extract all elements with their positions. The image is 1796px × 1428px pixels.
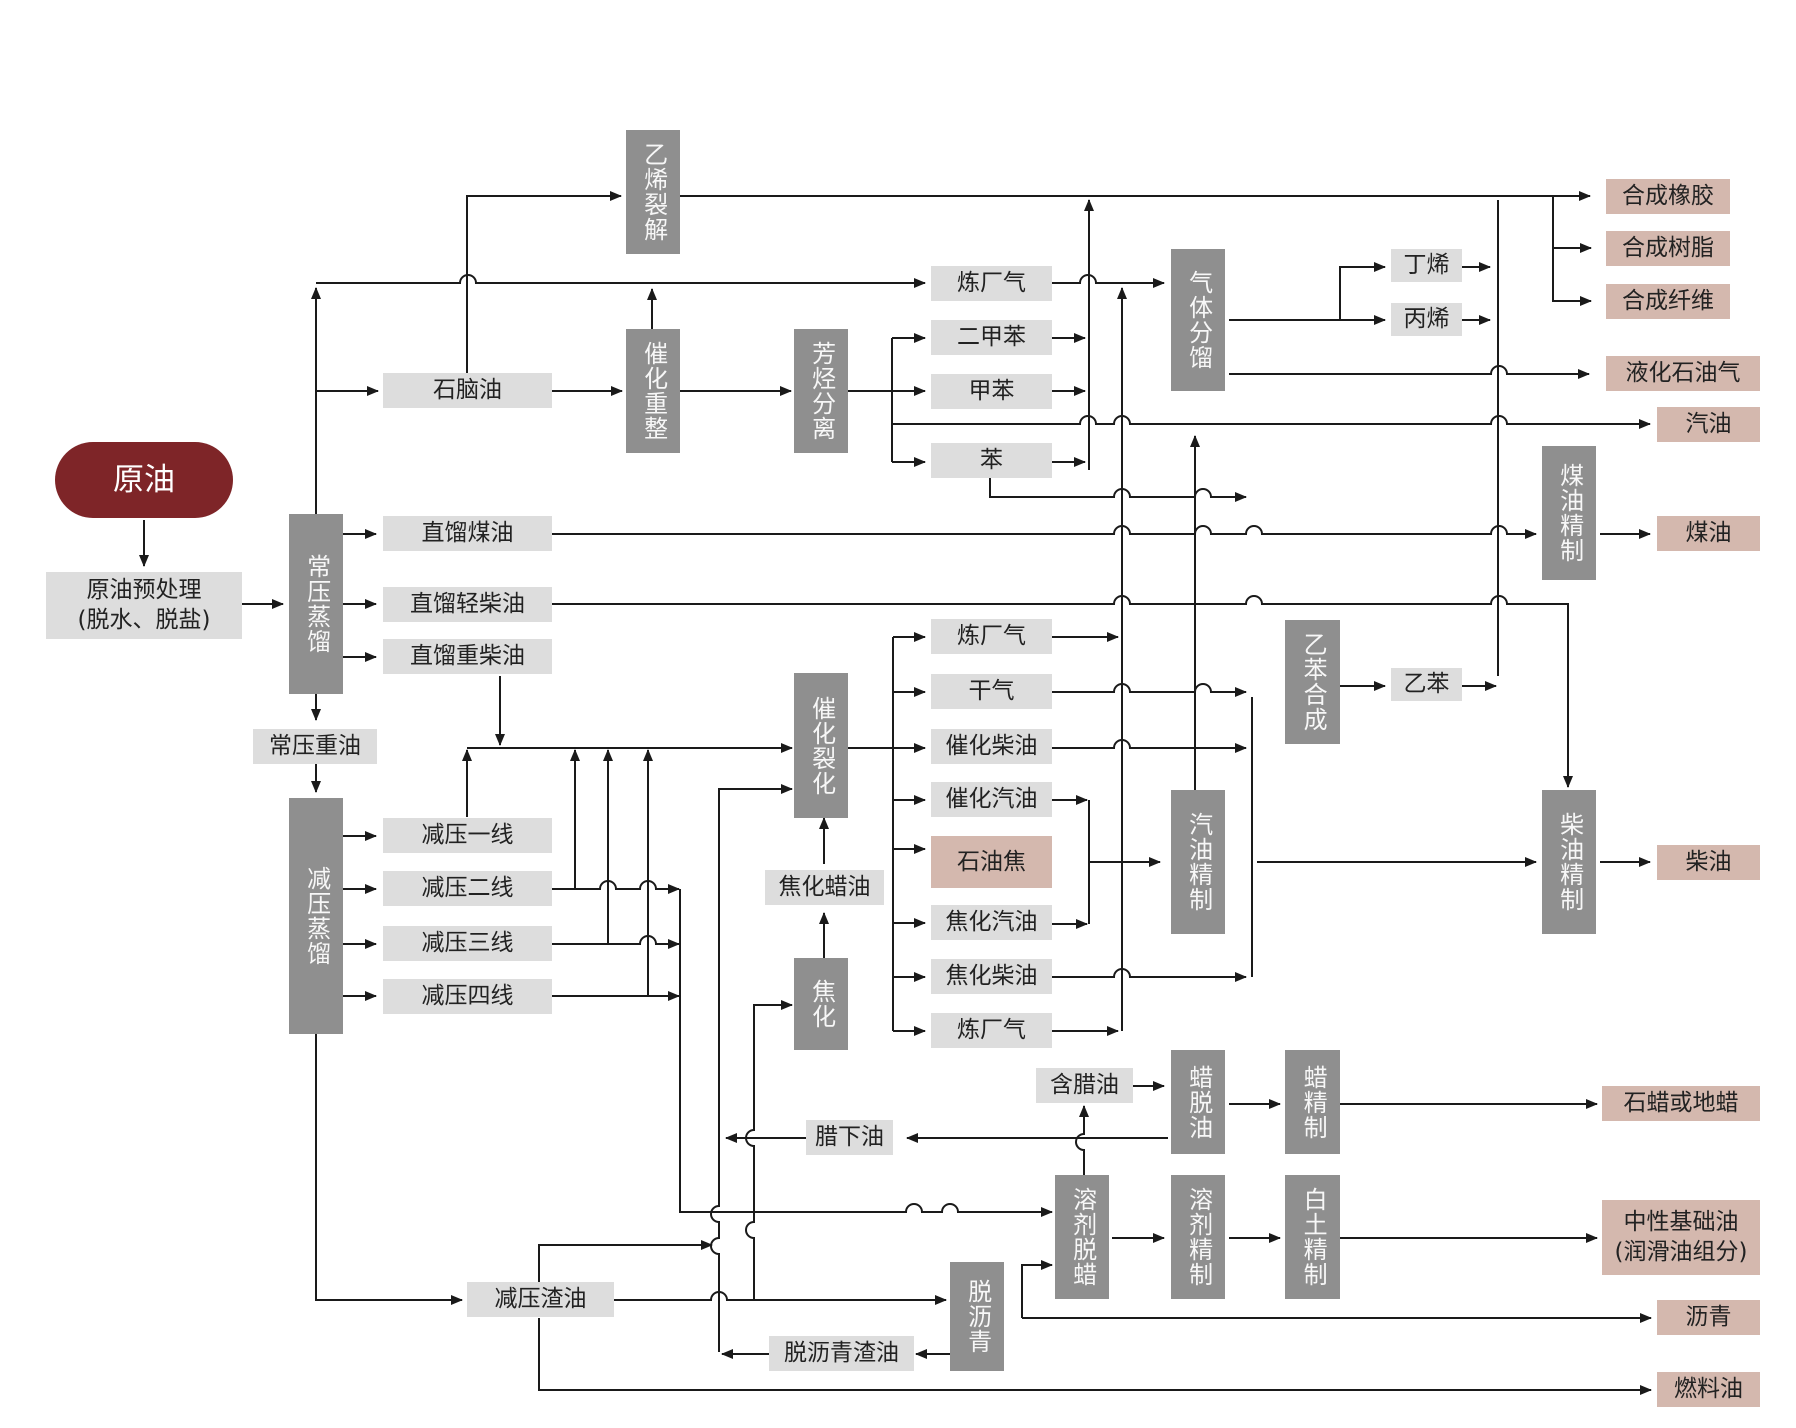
slack-oil-node: 腊下油: [806, 1120, 893, 1155]
product-base-oil: 中性基础油 (润滑油组分): [1602, 1200, 1760, 1275]
clay-refining-node: 白土精制: [1285, 1175, 1340, 1299]
atmospheric-residue-node: 常压重油: [253, 729, 377, 764]
catalytic-cracking-node: 催化裂化: [794, 673, 848, 818]
aromatics-separation-node: 芳烃分离: [794, 329, 848, 453]
refinery-gas-node-2: 炼厂气: [931, 619, 1052, 654]
vacuum-line-3-node: 减压三线: [383, 926, 552, 961]
naphtha-node: 石脑油: [383, 373, 552, 408]
vacuum-line-2-node: 减压二线: [383, 871, 552, 906]
product-synthetic-rubber: 合成橡胶: [1606, 179, 1730, 214]
product-fuel-oil: 燃料油: [1657, 1372, 1760, 1407]
atmospheric-distillation-node: 常压蒸馏: [289, 514, 343, 694]
coker-gasoline-node: 焦化汽油: [931, 905, 1052, 940]
dry-gas-node: 干气: [931, 674, 1052, 709]
kerosene-refining-node: 煤油精制: [1542, 446, 1596, 580]
vacuum-line-4-node: 减压四线: [383, 979, 552, 1014]
straight-run-light-diesel-node: 直馏轻柴油: [383, 587, 552, 622]
benzene-node: 苯: [931, 443, 1052, 478]
product-asphalt: 沥青: [1657, 1300, 1760, 1335]
refinery-gas-node-3: 炼厂气: [931, 1013, 1052, 1048]
solvent-dewaxing-node: 溶剂脱蜡: [1055, 1175, 1109, 1299]
crude-oil-node: 原油: [55, 442, 233, 518]
gas-fractionation-node: 气体分馏: [1171, 249, 1225, 391]
solvent-refining-node: 溶剂精制: [1171, 1175, 1225, 1299]
ethylbenzene-node: 乙苯: [1391, 668, 1462, 701]
product-gasoline: 汽油: [1657, 407, 1760, 442]
catalytic-reforming-node: 催化重整: [626, 329, 680, 453]
product-kerosene: 煤油: [1657, 516, 1760, 551]
catalytic-gasoline-node: 催化汽油: [931, 782, 1052, 817]
product-lpg: 液化石油气: [1606, 356, 1760, 391]
product-paraffin-wax: 石蜡或地蜡: [1602, 1086, 1760, 1121]
gasoline-refining-node: 汽油精制: [1171, 790, 1225, 934]
coking-node: 焦化: [794, 958, 848, 1050]
toluene-node: 甲苯: [931, 374, 1052, 409]
refinery-gas-node-1: 炼厂气: [931, 266, 1052, 301]
coker-wax-oil-node: 焦化蜡油: [765, 870, 884, 905]
catalytic-diesel-node: 催化柴油: [931, 729, 1052, 764]
diesel-refining-node: 柴油精制: [1542, 790, 1596, 934]
vacuum-distillation-node: 减压蒸馏: [289, 798, 343, 1034]
ethylene-cracking-node: 乙烯裂解: [626, 130, 680, 254]
straight-run-kerosene-node: 直馏煤油: [383, 516, 552, 551]
propylene-node: 丙烯: [1391, 303, 1462, 336]
product-synthetic-fiber: 合成纤维: [1606, 284, 1730, 319]
wax-refining-node: 蜡精制: [1285, 1050, 1340, 1154]
petroleum-coke-node: 石油焦: [931, 836, 1052, 888]
ethylbenzene-synthesis-node: 乙苯合成: [1285, 620, 1340, 744]
vacuum-line-1-node: 减压一线: [383, 818, 552, 853]
deasphalting-node: 脱沥青: [950, 1262, 1004, 1371]
crude-pretreatment-node: 原油预处理 (脱水、脱盐): [46, 572, 242, 639]
deasphalted-residue-node: 脱沥青渣油: [769, 1336, 914, 1371]
butene-node: 丁烯: [1391, 249, 1462, 282]
vacuum-residue-node: 减压渣油: [467, 1282, 614, 1317]
wax-deoiling-node: 蜡脱油: [1171, 1050, 1225, 1154]
xylene-node: 二甲苯: [931, 320, 1052, 355]
straight-run-heavy-diesel-node: 直馏重柴油: [383, 639, 552, 674]
coker-diesel-node: 焦化柴油: [931, 959, 1052, 994]
product-synthetic-resin: 合成树脂: [1606, 231, 1730, 266]
product-diesel: 柴油: [1657, 845, 1760, 880]
waxy-oil-node: 含腊油: [1036, 1068, 1133, 1103]
